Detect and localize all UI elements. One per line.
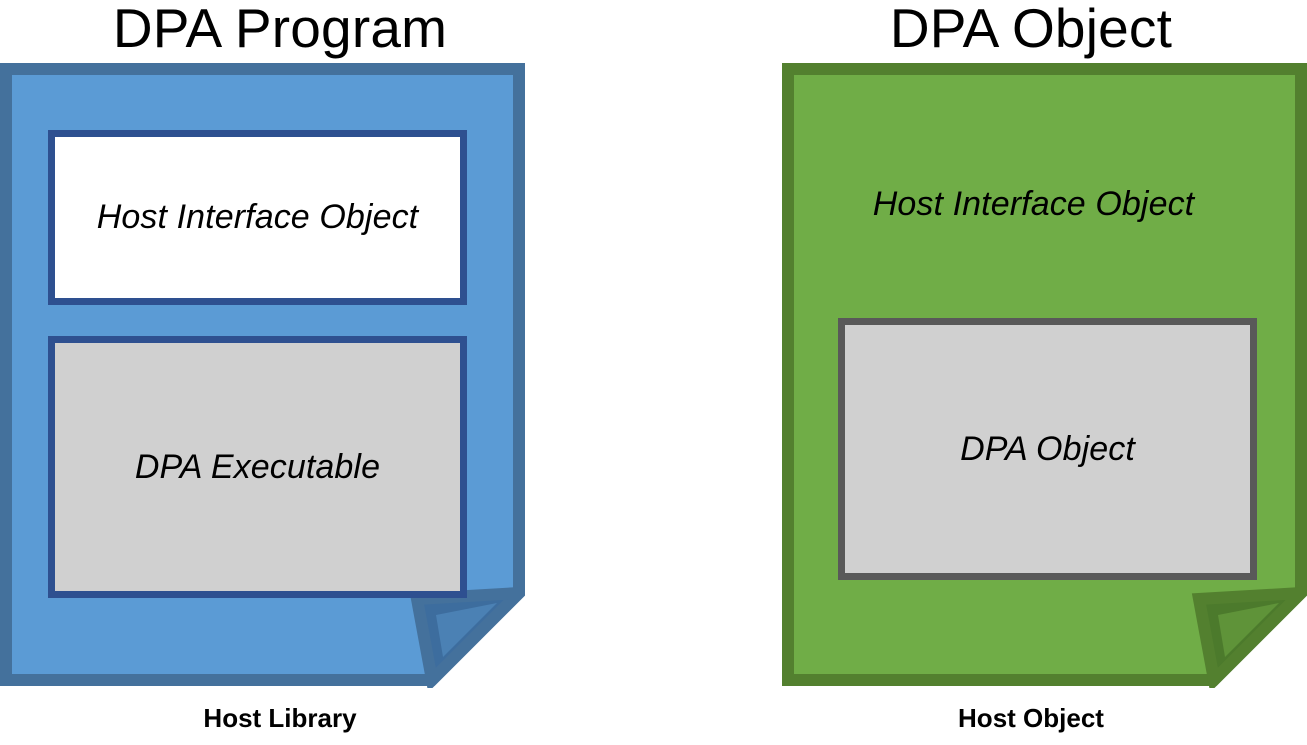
panel-title-dpa-object: DPA Object	[889, 0, 1173, 59]
panel-caption-host-library: Host Library	[203, 703, 357, 733]
label-dpa-object: DPA Object	[960, 429, 1135, 468]
label-dpa-executable: DPA Executable	[134, 447, 381, 486]
panel-dpa-program: DPA Program Host Interface Object DPA Ex…	[0, 0, 560, 745]
panel-caption-host-object: Host Object	[958, 703, 1104, 733]
box-dpa-object: DPA Object	[838, 318, 1257, 580]
label-host-interface-object-green: Host Interface Object	[872, 185, 1195, 223]
label-host-interface-object-program: Host Interface Object	[96, 198, 419, 236]
panel-title-dpa-program: DPA Program	[112, 0, 448, 59]
box-host-interface-object-program: Host Interface Object	[48, 130, 467, 305]
box-dpa-executable: DPA Executable	[48, 336, 467, 598]
